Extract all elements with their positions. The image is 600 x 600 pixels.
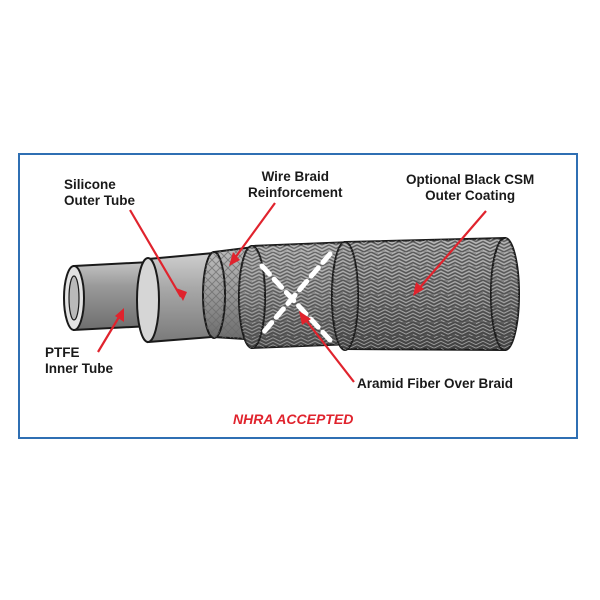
label-ptfe-line-1: PTFE [45,345,80,360]
label-ptfe-inner-tube: PTFE Inner Tube [45,345,113,377]
label-csm-line-1: Optional Black CSM [406,172,535,187]
label-wire-line-1: Wire Braid [261,169,329,184]
label-ptfe-line-2: Inner Tube [45,361,114,376]
arrow-aramid [299,311,355,383]
label-wire-line-2: Reinforcement [248,185,343,200]
label-silicone-outer-tube: Silicone Outer Tube [64,177,135,209]
ptfe-inner-tube [63,260,151,332]
label-wire-braid: Wire Braid Reinforcement [248,169,343,201]
label-csm-line-2: Outer Coating [425,188,516,203]
callout-arrows [97,202,487,383]
arrow-wire-braid [229,202,276,266]
label-silicone-line-2: Outer Tube [64,193,136,208]
arrow-csm [413,210,487,296]
label-silicone-line-1: Silicone [64,177,116,192]
arrow-ptfe [97,308,124,353]
aramid-x-marker [259,251,333,343]
arrow-silicone [129,209,187,301]
label-aramid-fiber: Aramid Fiber Over Braid [357,376,514,391]
aramid-fiber-over-braid [238,240,353,350]
label-black-csm: Optional Black CSM Outer Coating [406,172,534,204]
black-csm-outer-coating [331,236,520,352]
nhra-accepted-label: NHRA ACCEPTED [233,411,354,427]
